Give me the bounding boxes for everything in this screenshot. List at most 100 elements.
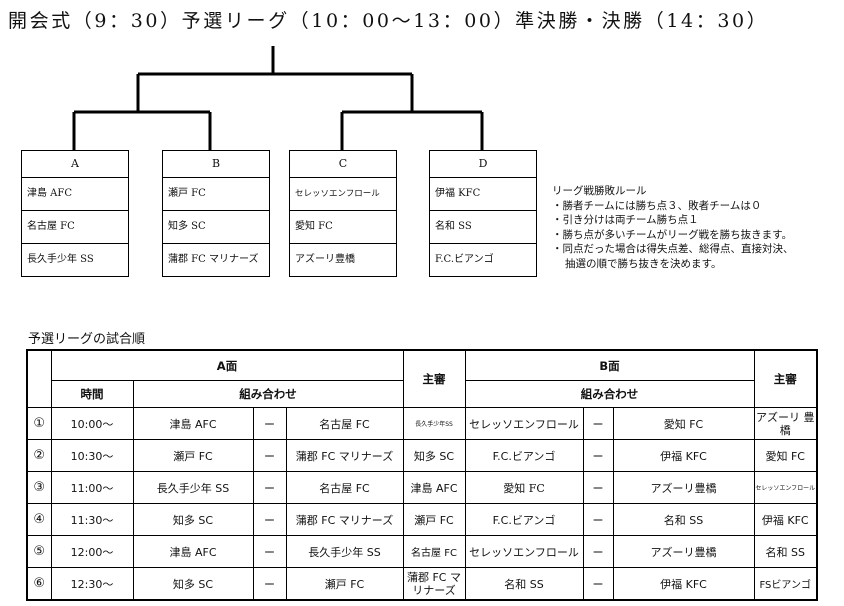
versus-dash: ー xyxy=(252,503,287,536)
header-court-a: A面 xyxy=(50,349,404,381)
table-row: ① 10:00〜 津島 AFC ー 名古屋 FC 長久手少年SS セレッソエンフ… xyxy=(26,407,818,440)
match-time: 10:00〜 xyxy=(50,407,134,440)
table-row: ③ 11:00〜 長久手少年 SS ー 名古屋 FC 津島 AFC 愛知 FC … xyxy=(26,471,818,504)
tournament-bracket xyxy=(72,46,484,151)
court-b-referee: 愛知 FC xyxy=(753,439,818,472)
court-a-referee: 瀬戸 FC xyxy=(402,503,466,536)
court-a-home: 知多 SC xyxy=(132,567,254,601)
rule-line: 抽選の順で勝ち抜きを決めます。 xyxy=(565,257,722,270)
rules-title: リーグ戦勝敗ルール xyxy=(552,185,647,197)
court-a-away: 名古屋 FC xyxy=(285,407,404,440)
court-a-away: 名古屋 FC xyxy=(285,471,404,504)
court-b-home: セレッソエンフロール xyxy=(464,407,584,440)
group-team: 蒲郡 FC マリナーズ xyxy=(168,254,259,265)
match-time: 11:00〜 xyxy=(50,471,134,504)
rule-line: ・同点だった場合は得失点差、総得点、直接対決、 xyxy=(552,243,794,255)
court-b-away: アズーリ豊橋 xyxy=(612,471,755,504)
court-a-away: 長久手少年 SS xyxy=(285,535,404,568)
court-b-referee: 伊福 KFC xyxy=(753,503,818,536)
court-a-home: 知多 SC xyxy=(132,503,254,536)
group-team: 長久手少年 SS xyxy=(27,254,94,265)
court-b-home: 愛知 FC xyxy=(464,471,584,504)
rule-line: ・勝者チームには勝ち点３、敗者チームは０ xyxy=(552,199,762,212)
court-a-referee: 知多 SC xyxy=(402,439,466,472)
group-team: 名古屋 FC xyxy=(22,211,128,244)
group-label: A xyxy=(22,151,128,178)
group-label: D xyxy=(430,151,536,178)
header-matchup-a: 組み合わせ xyxy=(132,380,404,408)
versus-dash: ー xyxy=(582,471,614,504)
group-team: F.C.ビアンゴ xyxy=(435,254,494,265)
match-number: ⑤ xyxy=(26,535,52,568)
court-b-home: 名和 SS xyxy=(464,567,584,601)
table-row: ④ 11:30〜 知多 SC ー 蒲郡 FC マリナーズ 瀬戸 FC F.C.ビ… xyxy=(26,503,818,536)
table-row: ⑤ 12:00〜 津島 AFC ー 長久手少年 SS 名古屋 FC セレッソエン… xyxy=(26,535,818,568)
group-team: 津島 AFC xyxy=(22,178,128,211)
league-rules: リーグ戦勝敗ルール ・勝者チームには勝ち点３、敗者チームは０ ・引き分けは両チー… xyxy=(552,184,844,271)
rule-line: ・引き分けは両チーム勝ち点１ xyxy=(552,214,699,226)
court-a-referee: 蒲郡 FC マリナーズ xyxy=(402,567,466,601)
court-b-away: 愛知 FC xyxy=(612,407,755,440)
group-team: アズーリ豊橋 xyxy=(295,254,355,265)
table-row: ② 10:30〜 瀬戸 FC ー 蒲郡 FC マリナーズ 知多 SC F.C.ビ… xyxy=(26,439,818,472)
schedule-table: A面 主審 B面 主審 時間 組み合わせ 組み合わせ ① 10:00〜 津島 A… xyxy=(26,349,818,601)
match-time: 12:00〜 xyxy=(50,535,134,568)
match-number: ⑥ xyxy=(26,567,52,601)
court-a-referee: 名古屋 FC xyxy=(402,535,466,568)
match-time: 12:30〜 xyxy=(50,567,134,601)
match-time: 10:30〜 xyxy=(50,439,134,472)
court-b-home: F.C.ビアンゴ xyxy=(464,439,584,472)
versus-dash: ー xyxy=(582,535,614,568)
court-a-home: 長久手少年 SS xyxy=(132,471,254,504)
versus-dash: ー xyxy=(252,535,287,568)
group-d: D 伊福 KFC 名和 SS F.C.ビアンゴ xyxy=(429,150,537,277)
group-label: B xyxy=(163,151,269,178)
versus-dash: ー xyxy=(582,439,614,472)
court-b-away: 伊福 KFC xyxy=(612,439,755,472)
schedule-title: 予選リーグの試合順 xyxy=(28,332,146,347)
match-number: ② xyxy=(26,439,52,472)
header-matchup-b: 組み合わせ xyxy=(464,380,755,408)
header-time: 時間 xyxy=(50,380,134,408)
court-b-home: F.C.ビアンゴ xyxy=(464,503,584,536)
group-label: C xyxy=(290,151,396,178)
match-number: ④ xyxy=(26,503,52,536)
group-c: C セレッソエンフロール 愛知 FC アズーリ豊橋 xyxy=(289,150,397,277)
court-b-away: アズーリ豊橋 xyxy=(612,535,755,568)
court-a-away: 蒲郡 FC マリナーズ xyxy=(285,503,404,536)
match-time: 11:30〜 xyxy=(50,503,134,536)
court-b-referee: FSビアンゴ xyxy=(753,567,818,601)
versus-dash: ー xyxy=(252,567,287,601)
page-title: 開会式（9：30）予選リーグ（10：00〜13：00）準決勝・決勝（14：30） xyxy=(8,10,769,32)
header-blank xyxy=(26,349,52,408)
table-row: ⑥ 12:30〜 知多 SC ー 瀬戸 FC 蒲郡 FC マリナーズ 名和 SS… xyxy=(26,567,818,601)
match-number: ③ xyxy=(26,471,52,504)
group-team: 知多 SC xyxy=(163,211,269,244)
versus-dash: ー xyxy=(252,471,287,504)
group-team: 伊福 KFC xyxy=(430,178,536,211)
court-b-home: セレッソエンフロール xyxy=(464,535,584,568)
group-b: B 瀬戸 FC 知多 SC 蒲郡 FC マリナーズ xyxy=(162,150,270,277)
court-b-away: 伊福 KFC xyxy=(612,567,755,601)
header-referee-b: 主審 xyxy=(753,349,818,408)
versus-dash: ー xyxy=(582,503,614,536)
rule-line: ・勝ち点が多いチームがリーグ戦を勝ち抜きます。 xyxy=(552,228,793,241)
group-a: A 津島 AFC 名古屋 FC 長久手少年 SS xyxy=(21,150,129,277)
court-b-referee: 名和 SS xyxy=(753,535,818,568)
court-a-home: 瀬戸 FC xyxy=(132,439,254,472)
header-court-b: B面 xyxy=(464,349,755,381)
versus-dash: ー xyxy=(252,439,287,472)
court-b-referee: アズーリ 豊橋 xyxy=(753,407,818,440)
court-a-referee: 長久手少年SS xyxy=(402,407,466,440)
versus-dash: ー xyxy=(252,407,287,440)
versus-dash: ー xyxy=(582,567,614,601)
court-a-away: 蒲郡 FC マリナーズ xyxy=(285,439,404,472)
match-number: ① xyxy=(26,407,52,440)
group-team: 愛知 FC xyxy=(290,211,396,244)
header-referee-a: 主審 xyxy=(402,349,466,408)
versus-dash: ー xyxy=(582,407,614,440)
group-team: 瀬戸 FC xyxy=(163,178,269,211)
court-a-away: 瀬戸 FC xyxy=(285,567,404,601)
court-b-away: 名和 SS xyxy=(612,503,755,536)
court-a-home: 津島 AFC xyxy=(132,535,254,568)
